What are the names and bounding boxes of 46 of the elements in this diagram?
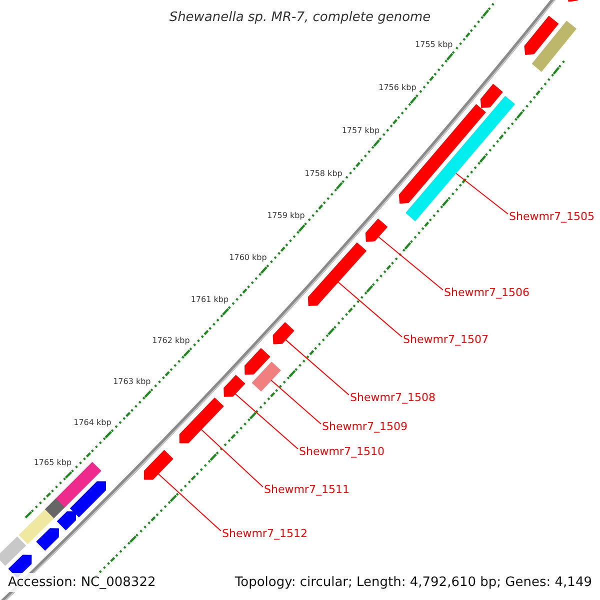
scale-label: 1757 kbp [342,127,380,136]
gene-label: Shewmr7_1509 [322,421,408,432]
scale-label: 1761 kbp [190,296,229,304]
scale-label: 1763 kbp [113,378,151,386]
scale-label: 1760 kbp [229,254,267,262]
leader-line [158,473,222,532]
gene-feature [272,322,294,344]
gene-label: Shewmr7_1507 [403,334,488,345]
leader-line [338,282,402,338]
leader-line [378,236,444,290]
scale-label: 1756 kbp [378,84,416,92]
gene-label: Shewmr7_1512 [222,528,308,539]
gene-feature [224,375,246,397]
gene-label: Shewmr7_1511 [264,484,350,495]
scale-label: 1762 kbp [152,337,190,346]
gene-feature [308,242,366,306]
scale-label: 1759 kbp [267,212,305,220]
leader-line [270,380,322,424]
gene-label: Shewmr7_1510 [299,446,384,457]
gene-label: Shewmr7_1506 [444,287,530,298]
gene-feature [365,218,388,242]
scale-label: 1755 kbp [415,40,453,49]
gene-feature [36,528,59,551]
gene-feature [18,509,54,544]
leader-line [200,428,264,488]
gene-feature [480,84,503,108]
gene-feature [70,481,106,518]
gene-feature [252,362,281,392]
gene-feature [44,498,65,519]
scale-label: 1758 kbp [304,170,342,178]
scale-label: 1765 kbp [34,458,72,467]
gene-feature [57,511,76,530]
gene-feature [0,536,26,566]
gene-feature [532,20,576,72]
gene-feature [524,16,559,55]
gene-label: Shewmr7_1508 [350,392,436,403]
leader-line [456,172,508,214]
scale-label: 1764 kbp [74,418,112,427]
title: Shewanella sp. MR-7, complete genome [168,11,432,24]
gene-feature [179,398,224,444]
gene-feature [398,104,486,204]
leader-line [234,393,298,450]
gene-feature [144,450,174,480]
gene-feature [244,348,270,375]
leader-line [285,339,350,396]
gene-label: Shewmr7_1505 [509,211,594,222]
